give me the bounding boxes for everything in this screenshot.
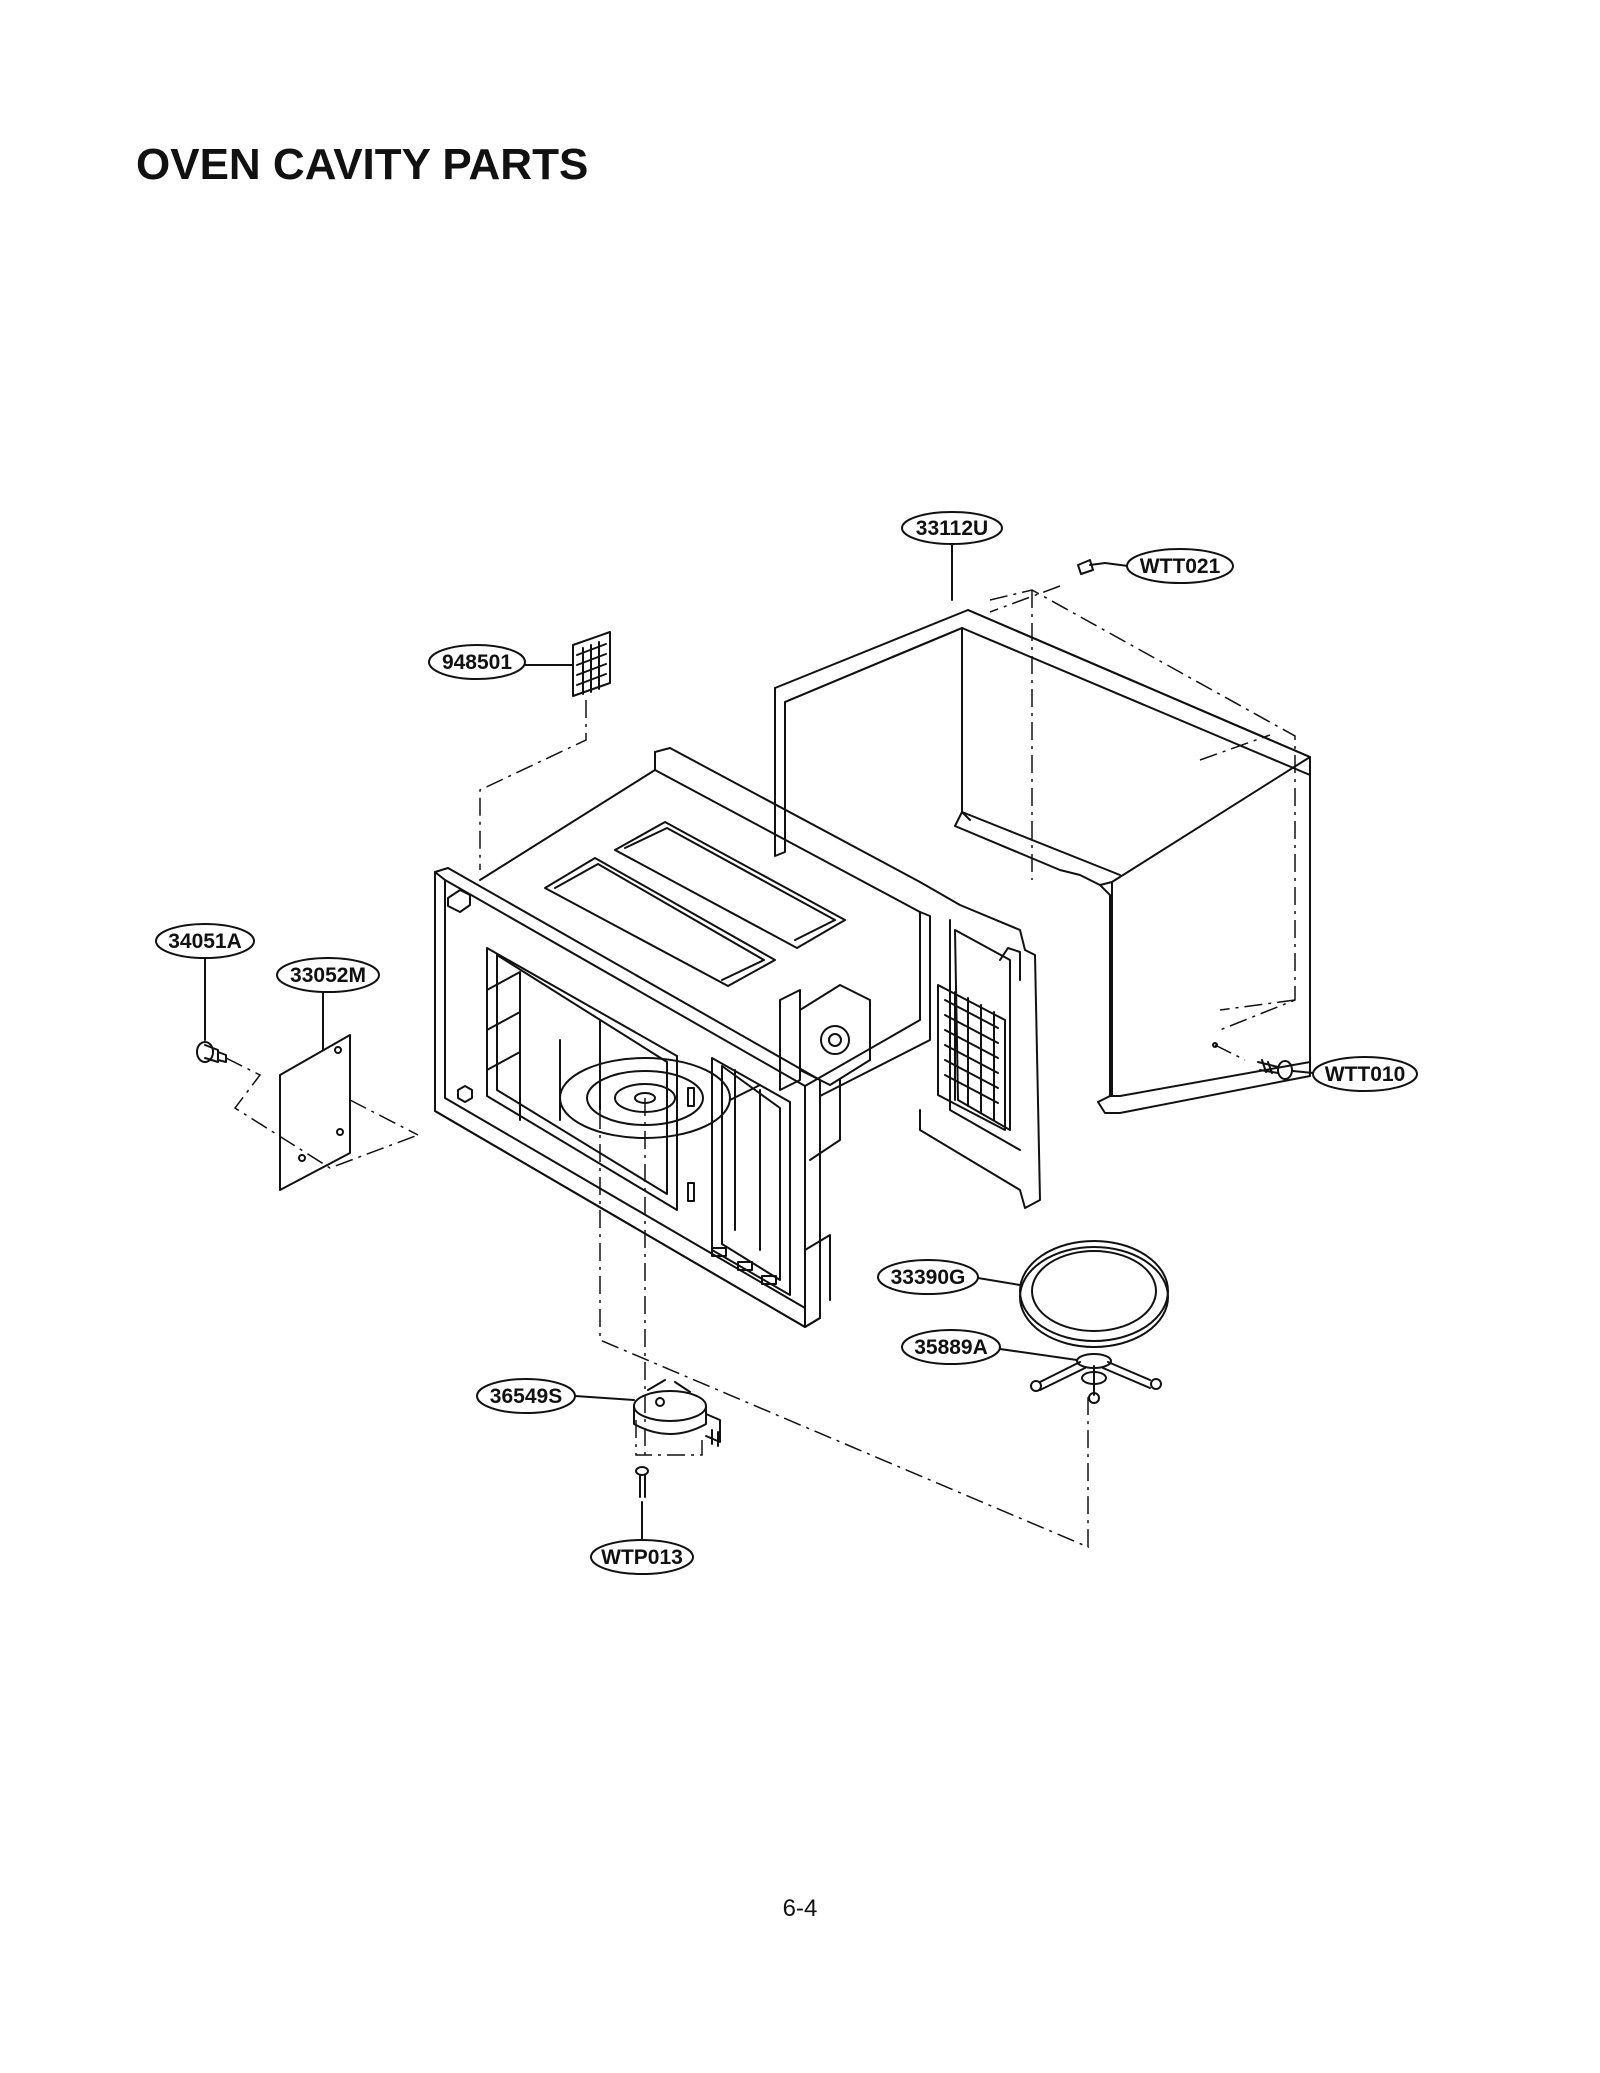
oven-cavity-frame-part [434,747,1041,1328]
callout-WTT021-label: WTT021 [1140,555,1221,578]
callout-34051A-label: 34051A [168,930,242,953]
callout-36549S-label: 36549S [490,1385,562,1408]
page-title: OVEN CAVITY PARTS [136,140,589,189]
callout-36549S-bubble [476,1378,576,1414]
callout-33112U-label: 33112U [916,517,988,540]
callout-35889A-bubble [901,1329,1001,1365]
callout-WTT010-bubble [1312,1056,1418,1092]
outer-case-part [774,609,1311,1114]
callout-33052M-bubble [276,957,380,993]
screw-wtt021-part [1077,559,1106,575]
callout-WTP013-label: WTP013 [601,1546,683,1569]
callout-34051A-bubble [155,923,255,959]
callout-35889A-label: 35889A [914,1336,988,1359]
callout-948501-bubble [428,644,526,680]
callout-33052M-label: 33052M [290,964,366,987]
callout-WTP013-bubble [590,1539,694,1575]
lamp-part [196,1041,227,1063]
callout-33390G-bubble [877,1259,979,1295]
page-number: 6-4 [782,1895,818,1922]
callout-WTT021-bubble [1126,548,1234,584]
screw-wtt010-part [1257,1059,1293,1080]
turntable-motor-part [633,1379,721,1447]
callout-WTT010-label: WTT010 [1325,1063,1406,1086]
waveguide-cover-part [572,631,611,697]
callout-948501-label: 948501 [442,651,512,674]
callout-33112U-bubble [901,511,1003,545]
glass-tray-part [1019,1240,1169,1348]
callout-33390G-label: 33390G [891,1266,966,1289]
cover-plate-part [279,1034,351,1191]
screw-wtp013-part [635,1466,649,1498]
roller-rest-part [1030,1353,1162,1404]
